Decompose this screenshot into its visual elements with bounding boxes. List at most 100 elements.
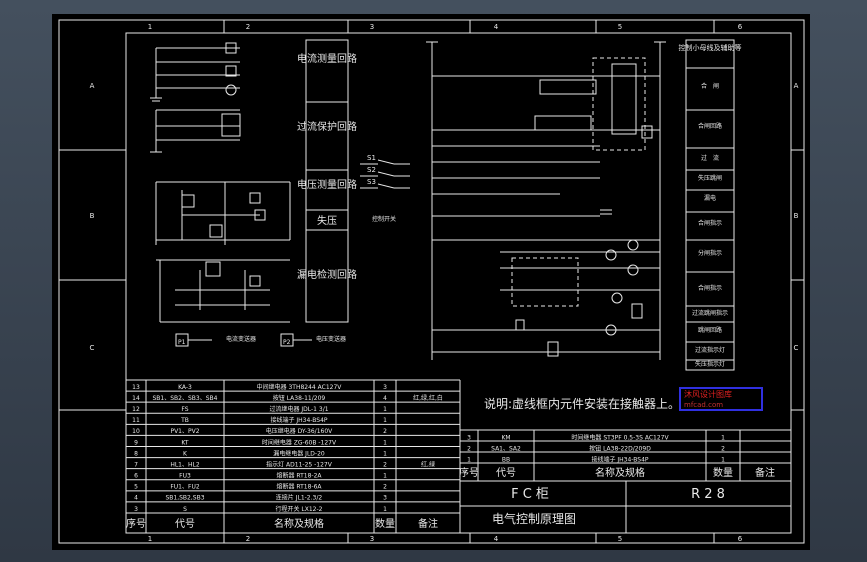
- right-column-item: 失压跳闸: [698, 174, 722, 182]
- right-table-cell: 2: [721, 445, 725, 452]
- title-right-top: R 2 8: [691, 487, 725, 502]
- left-table-cell: 9: [134, 439, 138, 446]
- frame-number-bottom: 6: [738, 535, 743, 543]
- left-table-cell: 1: [383, 450, 387, 457]
- right-column-item: 分闸指示: [698, 249, 722, 257]
- left-table-cell: 4: [383, 395, 387, 402]
- left-table-cell: 11: [132, 417, 140, 424]
- right-table-cell: KM: [501, 434, 510, 441]
- meter-caption-2: 电压变送器: [316, 335, 346, 343]
- dashed-contactor-boxes: [511, 57, 646, 307]
- left-table-header: 序号: [126, 517, 146, 530]
- right-table-cell: 按钮 LA38-22D/209D: [589, 444, 651, 452]
- left-table-cell: 8: [134, 450, 138, 457]
- left-table-cell: 1: [383, 406, 387, 413]
- right-table-cell: 1: [467, 456, 471, 463]
- frame-number-top: 1: [148, 23, 152, 31]
- frame-number-bottom: 5: [618, 535, 622, 543]
- left-table-cell: FS: [181, 406, 188, 413]
- switch-label-s3: S3: [367, 178, 376, 186]
- left-table-header: 名称及规格: [274, 517, 324, 530]
- right-table-header: 代号: [496, 467, 516, 479]
- right-table-cell: 1: [721, 434, 725, 441]
- frame-number-top: 3: [370, 23, 374, 31]
- left-table-cell: 13: [132, 384, 140, 391]
- function-column: [305, 39, 349, 323]
- inner-frame: [125, 32, 792, 534]
- left-table-cell: 2: [383, 428, 387, 435]
- meter-caption-1: 电流变送器: [226, 335, 256, 343]
- right-column-item: 合闸指示: [698, 219, 722, 227]
- left-table-cell: 1: [383, 506, 387, 513]
- left-table-cell: 按钮 LA38-11/209: [273, 394, 326, 402]
- func-box-2: 过流保护回路: [297, 120, 357, 133]
- left-table-cell: FU1、FU2: [170, 484, 200, 491]
- right-column-header: 控制小母线及辅助等: [679, 43, 742, 52]
- watermark-logo: 沐风设计图库 mfcad.com: [679, 387, 763, 411]
- right-table-header: 序号: [459, 466, 479, 479]
- right-column-item: 合闸指示: [698, 284, 722, 292]
- control-ladder: [426, 41, 666, 360]
- func-box-5: 漏电检测回路: [297, 268, 357, 281]
- right-column: [685, 39, 735, 371]
- title-bottom: 电气控制原理图: [492, 511, 576, 526]
- left-table-cell: 1: [383, 439, 387, 446]
- left-table-cell: 3: [383, 384, 387, 391]
- meters: [175, 333, 312, 347]
- right-column-item: 过流指示灯: [695, 346, 725, 354]
- left-table-cell: 4: [134, 495, 138, 502]
- left-table-header: 代号: [175, 518, 195, 530]
- right-column-item: 合闸回路: [698, 122, 722, 130]
- left-table-cell: KT: [181, 439, 188, 446]
- control-switches: [360, 159, 410, 189]
- right-table-cell: 接线端子 JH34-BS4P: [591, 455, 648, 463]
- right-table-cell: BB: [502, 456, 510, 463]
- left-table-cell: KA-3: [178, 384, 192, 391]
- switch-caption: 控制开关: [372, 215, 396, 223]
- left-table-cell: 14: [132, 395, 140, 402]
- left-table-cell: 漏电继电器 JLD-20: [273, 449, 325, 457]
- meter-p1: P1: [178, 339, 186, 346]
- frame-letter-right: B: [794, 212, 799, 220]
- left-table-cell: SB1,SB2,SB3: [165, 495, 204, 502]
- frame-letter-right: C: [794, 344, 799, 352]
- frame-number-bottom: 2: [246, 535, 250, 543]
- left-table-cell: 熔断器 RT18-6A: [276, 483, 322, 491]
- frame-number-bottom: 1: [148, 535, 152, 543]
- right-column-item: 过流跳闸指示: [692, 309, 728, 317]
- left-table-header: 备注: [418, 517, 438, 530]
- left-table-cell: 2: [383, 461, 387, 468]
- frame-number-bottom: 4: [494, 535, 499, 543]
- left-table-cell: 接线端子 JH34-BS4P: [270, 416, 327, 424]
- left-table-cell: FU3: [179, 473, 191, 480]
- frame-letter-left: C: [90, 344, 95, 352]
- func-box-3: 电压测量回路: [297, 178, 357, 191]
- left-table-cell: 5: [134, 484, 138, 491]
- frame-letter-left: A: [90, 82, 95, 90]
- left-table-cell: 红,绿,红,白: [413, 394, 443, 402]
- left-table-cell: 3: [383, 495, 387, 502]
- right-column-item: 漏电: [704, 194, 716, 202]
- right-table-cell: SA1、SA2: [491, 445, 521, 452]
- left-table-cell: 中间继电器 3TH8244 AC127V: [257, 383, 343, 391]
- left-table-cell: 2: [383, 484, 387, 491]
- overcurrent-circuit: [150, 109, 241, 153]
- leakage-circuit: [156, 259, 290, 323]
- left-table-cell: 行程开关 LX12-2: [276, 505, 323, 513]
- frame-number-top: 2: [246, 23, 250, 31]
- right-table-cell: 时间继电器 ST3PF 0.5-3S AC127V: [571, 433, 669, 441]
- watermark-title: 沐风设计图库: [684, 390, 732, 399]
- switch-label-s2: S2: [367, 166, 376, 174]
- drawing-sheet: [52, 14, 810, 550]
- right-column-item: 失压指示灯: [695, 360, 725, 368]
- watermark-subtitle: mfcad.com: [684, 401, 724, 409]
- right-table-header: 名称及规格: [595, 466, 645, 479]
- left-table-cell: 红,绿: [421, 460, 435, 468]
- frame-number-top: 4: [494, 23, 499, 31]
- right-table-cell: 3: [467, 434, 471, 441]
- right-table-cell: 1: [721, 456, 725, 463]
- frame-letter-right: A: [794, 82, 799, 90]
- left-table-cell: 3: [134, 506, 138, 513]
